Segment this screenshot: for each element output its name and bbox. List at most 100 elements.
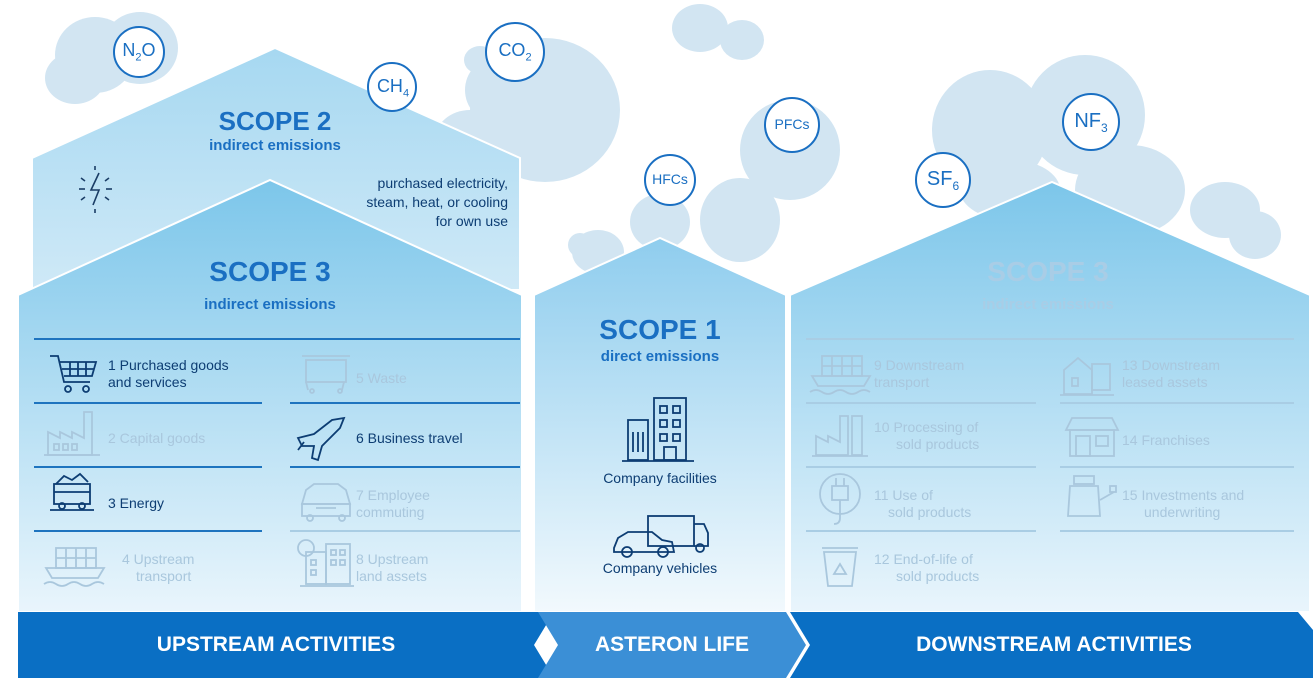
lightning-icon: [79, 166, 112, 213]
item-label: land assets: [356, 568, 427, 584]
gas-bubbles: [113, 22, 1120, 208]
item-label: 14 Franchises: [1122, 431, 1210, 448]
item-divider: [290, 402, 520, 404]
item-label: sold products: [896, 568, 980, 584]
item-label: 6 Business travel: [356, 429, 463, 446]
scope3-item-waste: 5 Waste: [296, 352, 407, 396]
storefront-icon: [1064, 417, 1120, 457]
company-band: ASTERON LIFE: [594, 633, 749, 656]
coal-cart-icon: [50, 472, 94, 511]
scope3-upstream-house: [17, 178, 523, 613]
scope3-item-capital-goods: 2 Capital goods: [48, 412, 205, 456]
building-dollar-icon: [297, 539, 354, 587]
item-label: and services: [108, 374, 187, 390]
item-divider: [290, 466, 520, 468]
item-label: 13 Downstream: [1122, 357, 1221, 373]
company-facilities-label: Company facilities: [603, 470, 717, 486]
scope2-title: SCOPE 2: [218, 106, 332, 136]
scope3-upstream-title: SCOPE 3: [209, 256, 331, 287]
item-divider: [806, 466, 1036, 468]
company-vehicles-label: Company vehicles: [602, 560, 718, 576]
company-vehicles-icon: [613, 515, 709, 558]
item-label: 3 Energy: [108, 494, 165, 511]
scope3-downstream-subtitle: indirect emissions: [982, 296, 1114, 313]
item-label: commuting: [356, 504, 425, 520]
sf6-bubble: [915, 152, 971, 208]
scope1-title: SCOPE 1: [599, 314, 721, 345]
item-divider: [806, 402, 1036, 404]
item-label: 2 Capital goods: [108, 429, 206, 446]
upstream-band-shape: [18, 612, 554, 678]
item-label: 9 Downstream: [874, 357, 965, 373]
plug-icon: [819, 473, 861, 525]
item-divider: [1060, 466, 1294, 468]
item-divider: [806, 530, 1036, 532]
sf6-label: SF6: [926, 168, 960, 193]
hfcs-bubble: [644, 154, 696, 206]
scope3-upstream-subtitle: indirect emissions: [204, 296, 336, 313]
item-label: 15 Investments and: [1122, 487, 1245, 503]
recycle-bin-icon: [822, 547, 858, 587]
ch4-label: CH4: [376, 76, 410, 100]
scope3-item-energy: 3 Energy: [48, 478, 164, 522]
item-divider: [34, 530, 262, 532]
scope1-subtitle: direct emissions: [600, 348, 720, 365]
item-label: leased assets: [1122, 374, 1208, 390]
item-label: 7 Employee: [356, 487, 430, 503]
scope3-downstream-title: SCOPE 3: [987, 256, 1109, 287]
ch4-bubble: [367, 62, 417, 112]
scope2-description: purchased electricity, steam, heat, or c…: [300, 174, 508, 231]
item-divider: [1060, 402, 1294, 404]
item-label: 1 Purchased goods: [108, 357, 229, 373]
nf3-label: NF3: [1074, 110, 1108, 135]
item-label: 8 Upstream: [356, 551, 429, 567]
scope2-subtitle: indirect emissions: [209, 137, 341, 154]
item-label: underwriting: [1144, 504, 1221, 520]
item-label: 11 Use of: [874, 487, 933, 503]
item-label: 5 Waste: [356, 369, 407, 386]
scope3-downstream-house: [789, 180, 1311, 613]
item-label: 12 End-of-life of: [874, 551, 973, 567]
company-facilities-icon: [622, 397, 694, 462]
scope3-item-business-travel: 6 Business travel: [296, 412, 463, 456]
factory-icon: [812, 415, 868, 457]
item-label: sold products: [896, 436, 980, 452]
item-label: transport: [136, 568, 192, 584]
pfcs-bubble: [764, 97, 820, 153]
hfcs-label: HFCs: [652, 171, 688, 187]
item-divider: [1060, 530, 1294, 532]
car-icon: [300, 483, 352, 522]
co2-bubble: [485, 22, 545, 82]
item-divider: [34, 402, 262, 404]
downstream-activities-band: DOWNSTREAM ACTIVITIES: [916, 633, 1192, 656]
item-label: sold products: [888, 504, 972, 520]
n2o-bubble: [113, 26, 165, 78]
item-label: 10 Processing of: [874, 419, 979, 435]
downstream-divider: [806, 338, 1294, 340]
money-jar-icon: [1067, 475, 1117, 517]
item-label: 4 Upstream: [122, 551, 195, 567]
dumpster-icon: [302, 355, 350, 394]
factory-icon: [44, 411, 100, 456]
company-band-shape: [538, 612, 806, 678]
co2-label: CO2: [498, 40, 532, 64]
item-divider: [290, 530, 520, 532]
shopping-cart-icon: [50, 355, 98, 393]
upstream-activities-band: UPSTREAM ACTIVITIES: [156, 633, 396, 656]
n2o-label: N2O: [122, 40, 156, 64]
nf3-bubble: [1062, 93, 1120, 151]
airplane-icon: [296, 416, 346, 462]
scope2-desc-line: purchased electricity,: [377, 175, 508, 191]
cargo-ship-icon: [43, 547, 106, 587]
item-label: transport: [874, 374, 930, 390]
